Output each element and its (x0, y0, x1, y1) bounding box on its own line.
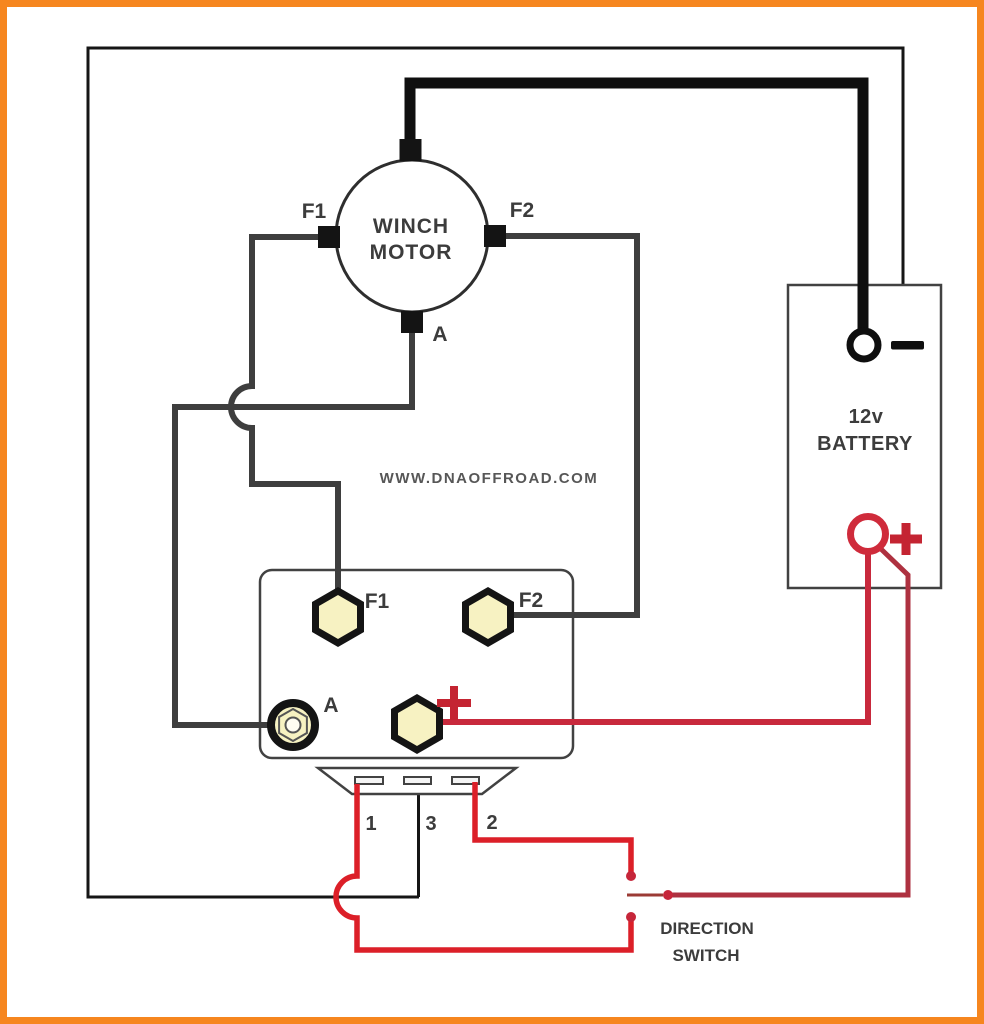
winch-motor: WINCH MOTOR (318, 139, 506, 333)
motor-label-line2: MOTOR (370, 241, 453, 264)
motor-f2-terminal (484, 225, 506, 247)
solenoid-pin3-label: 3 (425, 813, 436, 835)
motor-a-terminal (401, 311, 423, 333)
solenoid-pin1-blade (354, 776, 384, 785)
battery-to-switch-wire (670, 547, 911, 898)
solenoid-a-label: A (323, 694, 338, 717)
solenoid-f1-terminal (312, 586, 364, 648)
battery-negative-terminal (846, 327, 882, 363)
solenoid-pin3-blade (403, 776, 432, 785)
solenoid-f2-label: F2 (519, 589, 544, 612)
motor-top-terminal (399, 139, 422, 161)
switch-common-contact (663, 890, 673, 900)
minus-icon (891, 341, 924, 350)
plus-icon (437, 686, 471, 720)
solenoid-a-terminal-nut (278, 707, 308, 743)
motor-a-label: A (432, 323, 447, 346)
solenoid-f2-terminal (462, 586, 514, 648)
solenoid-pin1-label: 1 (365, 813, 376, 835)
motor-f1-terminal (318, 226, 340, 248)
battery-positive-terminal (847, 513, 889, 555)
switch-label-line1: DIRECTION (660, 919, 754, 938)
solenoid-plus-terminal (391, 693, 443, 755)
motor-a-wire (172, 316, 415, 728)
solenoid-a-terminal-stud (284, 716, 302, 734)
pin1-to-switch-wire (333, 784, 634, 953)
motor-f1-label: F1 (302, 200, 327, 223)
battery-label-line2: BATTERY (817, 433, 913, 455)
plus-icon (890, 523, 922, 555)
pin2-to-switch-wire (472, 782, 634, 873)
motor-f2-label: F2 (510, 199, 535, 222)
solenoid-a-terminal (267, 699, 319, 751)
motor-label-line1: WINCH (373, 215, 449, 238)
battery-negative-cable (404, 77, 869, 329)
motor-f2-wire (492, 233, 640, 618)
switch-contact-top (626, 871, 636, 881)
solenoid-pin2-label: 2 (486, 812, 497, 834)
motor-f1-wire (228, 234, 341, 600)
direction-switch: DIRECTION SWITCH (626, 871, 754, 965)
solenoid-plus-to-battery-wire (440, 553, 871, 725)
solenoid-f1-label: F1 (365, 590, 390, 613)
battery-label-line1: 12v (849, 406, 884, 428)
switch-label-line2: SWITCH (672, 946, 739, 965)
solenoid-pin2-blade (451, 776, 480, 785)
switch-contact-bottom (626, 912, 636, 922)
watermark-text: WWW.DNAOFFROAD.COM (380, 470, 599, 487)
